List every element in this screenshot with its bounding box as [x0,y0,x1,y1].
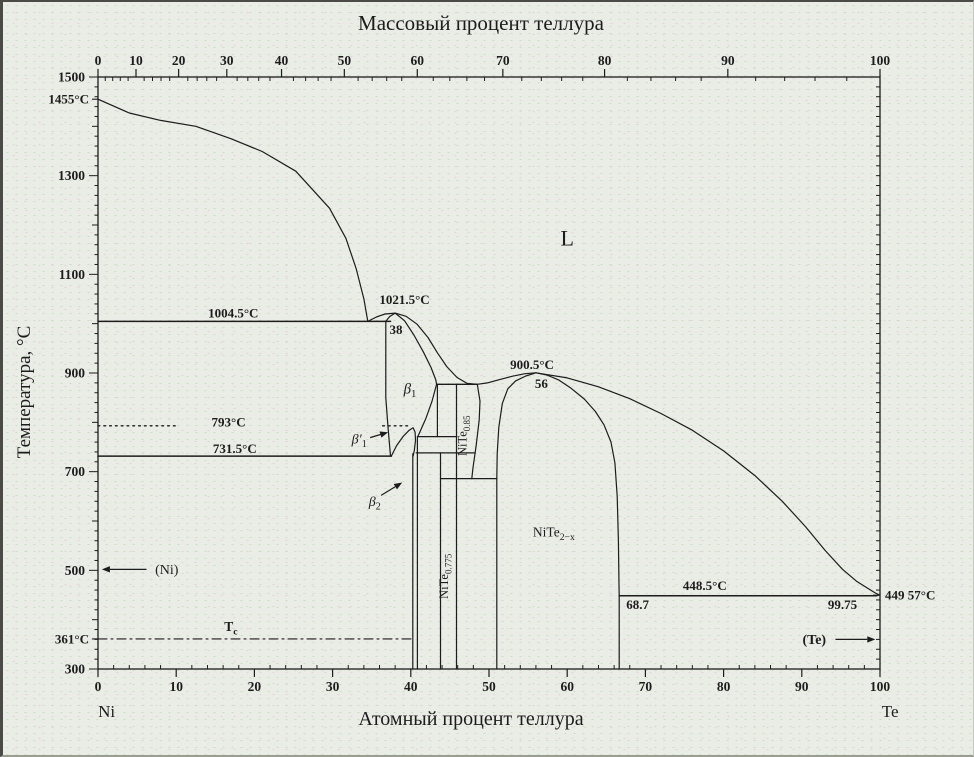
bottom-tick-label: 10 [169,679,183,694]
comp-56: 56 [535,376,549,391]
top-tick-label: 50 [338,53,352,68]
bottom-tick-label: 70 [639,679,653,694]
temp-448: 448.5°C [683,578,727,593]
top-tick-label: 30 [220,53,234,68]
boundary-nite2x-right [535,372,620,670]
comp-38: 38 [389,322,403,337]
left-tick-label: 500 [65,563,86,578]
phase-beta1-prime: β′1 [351,433,367,451]
bottom-tick-label: 30 [326,679,340,694]
bottom-tick-label: 60 [560,679,574,694]
boundary-beta1-prime-hook [390,427,417,457]
beta2-arrow-head [393,482,403,490]
phase-te: (Te) [803,633,827,648]
comp-687: 68.7 [626,597,649,612]
ni-arrow-head [101,566,110,573]
bottom-tick-label: 0 [95,679,102,694]
top-axis: 0 10 20 30 40 50 60 70 80 90 100 Массовый процент т… [95,11,891,81]
te-arrow-head [867,636,876,643]
beta1-prime-arrow-line [369,433,381,439]
phase-nite0775: NiTe0.775 [437,553,454,599]
top-tick-label: 40 [275,53,289,68]
left-tick-label: 900 [65,366,86,381]
top-tick-label: 100 [870,53,891,68]
phase-boundaries [97,98,881,670]
left-tick-label: 300 [65,662,86,677]
temp-1021: 1021.5°C [379,292,429,307]
beta2-arrow-line [380,486,396,496]
left-tick-label: 1300 [58,168,85,183]
temp-731: 731.5°C [213,441,257,456]
top-tick-label: 70 [496,53,510,68]
top-tick-label: 0 [95,53,102,68]
temp-1004: 1004.5°C [208,305,258,320]
plot-border [97,76,881,670]
boundary-solidus-lens-right [394,312,438,385]
boundary-beta1-left [385,320,392,457]
left-special-label: 1455°C [48,92,89,107]
left-tick-label: 1100 [59,267,86,282]
bottom-tick-label: 40 [404,679,418,694]
boundary-solidus-lens-left [385,312,396,322]
beta1-prime-arrow-head [379,431,389,438]
te-melting-point-label: 449 57°C [885,588,935,603]
bottom-tick-label: 100 [870,679,891,694]
phase-nite2x: NiTe2−x [533,524,575,543]
top-tick-label: 20 [172,53,186,68]
curie-tc: Tc [224,619,238,638]
annotation-arrows [101,431,876,643]
right-axis: 449 57°C [873,76,935,670]
phase-beta2: β2 [368,495,381,513]
bottom-tick-label: 90 [795,679,809,694]
element-ni-label: Ni [98,702,115,721]
temp-793: 793°C [212,414,246,429]
top-axis-title: Массовый процент теллура [358,11,605,35]
top-tick-label: 90 [721,53,735,68]
left-special-label: 361°C [55,631,89,646]
comp-9975: 99.75 [828,597,858,612]
left-axis: 300 500 700 900 1100 1300 1500 1455°C 361°C Темпе… [14,70,98,677]
top-tick-label: 10 [129,53,143,68]
boundary-liquidus-mid [367,312,537,385]
phase-ni: (Ni) [155,563,179,578]
bottom-tick-label: 80 [717,679,731,694]
boundary-beta1-right-solvus [417,383,438,438]
phase-L: L [560,225,573,250]
top-tick-label: 80 [598,53,612,68]
x-axis-title: Атомный процент теллура [358,708,583,730]
boundary-nite085-right [471,383,481,480]
boundary-liquidus-te [535,372,881,596]
bottom-tick-label: 50 [482,679,496,694]
bottom-tick-label: 20 [248,679,262,694]
phase-beta1: β1 [403,381,417,400]
y-axis-title: Температура, °C [14,326,35,459]
boundary-nite2x-left [496,372,537,670]
element-te-label: Te [882,702,899,721]
boundary-liquidus-ni [97,98,369,322]
left-tick-label: 700 [65,464,86,479]
phase-nite085: NiTe0.85 [456,415,473,456]
top-tick-label: 60 [411,53,425,68]
left-tick-label: 1500 [58,70,85,85]
temp-900: 900.5°C [510,357,554,372]
